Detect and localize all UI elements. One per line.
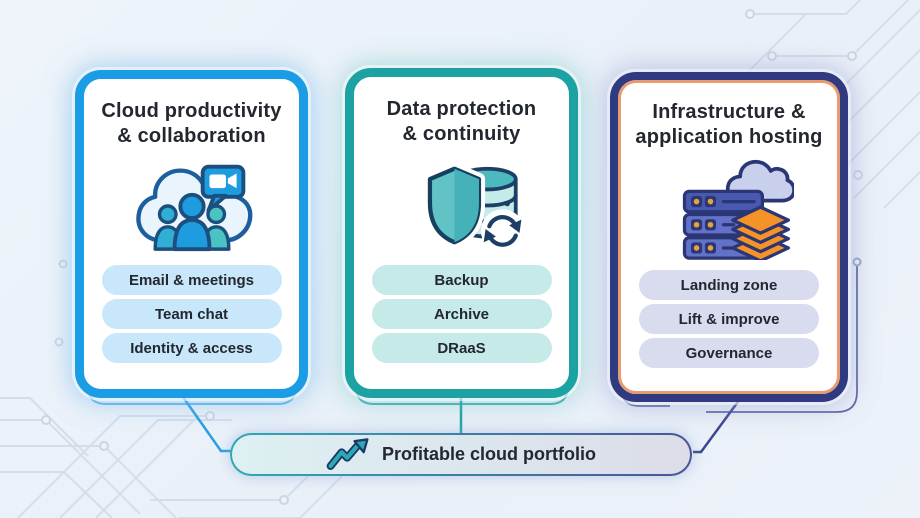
card-cloud-productivity: Cloud productivity & collaboration bbox=[75, 70, 308, 398]
service-pill: Team chat bbox=[101, 299, 282, 329]
card-title: Infrastructure & application hosting bbox=[635, 100, 822, 150]
service-pill: Governance bbox=[639, 338, 819, 368]
portfolio-label: Profitable cloud portfolio bbox=[382, 444, 596, 464]
card-title: Data protection & continuity bbox=[387, 97, 537, 147]
card-title-line: & continuity bbox=[402, 123, 521, 145]
service-pill: Backup bbox=[371, 265, 552, 295]
shield-database-sync-icon bbox=[396, 149, 528, 261]
service-pill: Landing zone bbox=[639, 270, 819, 300]
cloud-team-video-icon bbox=[129, 151, 255, 261]
card-title-line: Data protection bbox=[386, 98, 537, 120]
service-pill: Email & meetings bbox=[101, 265, 282, 295]
service-pill: Archive bbox=[371, 299, 552, 329]
card-infrastructure-hosting: Infrastructure & application hosting bbox=[610, 72, 848, 402]
card-title-line: & collaboration bbox=[117, 125, 266, 147]
pill-list: Email & meetings Team chat Identity & ac… bbox=[101, 265, 282, 363]
card-data-protection: Data protection & continuity bbox=[345, 68, 578, 398]
pill-list: Landing zone Lift & improve Governance bbox=[639, 270, 819, 368]
service-pill: Identity & access bbox=[101, 333, 282, 363]
trend-up-arrow-icon bbox=[326, 437, 372, 472]
card-title: Cloud productivity & collaboration bbox=[101, 99, 281, 149]
card-title-line: Infrastructure & bbox=[652, 101, 806, 123]
server-cloud-layers-icon bbox=[664, 152, 794, 266]
service-pill: Lift & improve bbox=[639, 304, 819, 334]
card-title-line: Cloud productivity bbox=[101, 100, 282, 122]
card-title-line: application hosting bbox=[635, 126, 823, 148]
service-pill: DRaaS bbox=[371, 333, 552, 363]
portfolio-banner: Profitable cloud portfolio bbox=[230, 433, 692, 476]
pill-list: Backup Archive DRaaS bbox=[371, 265, 552, 363]
